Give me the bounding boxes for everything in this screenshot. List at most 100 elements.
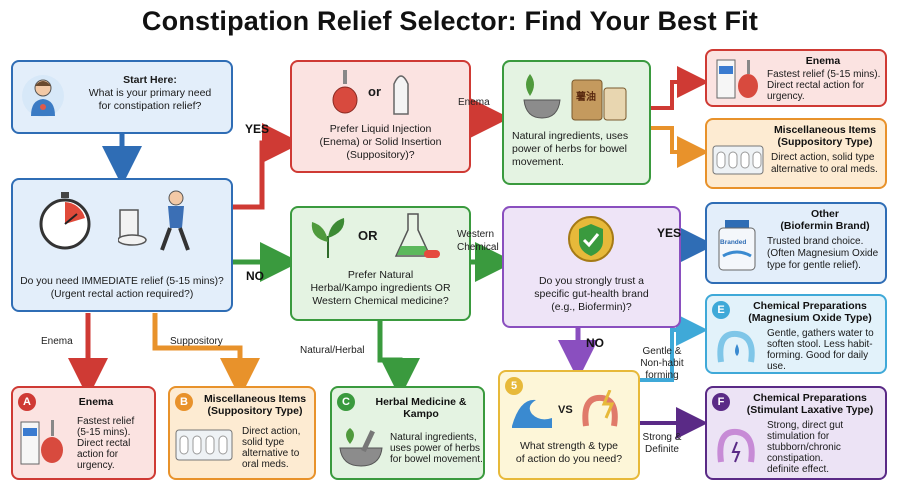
label-western-2: Chemical bbox=[457, 242, 499, 253]
q2-or: or bbox=[368, 84, 381, 99]
right-e-box: E Chemical Preparations (Magnesium Oxide… bbox=[705, 294, 887, 374]
q1-line1: Do you need IMMEDIATE relief (5-15 mins)… bbox=[20, 276, 224, 287]
herbal-ingredients-icon bbox=[523, 74, 627, 121]
right-other-title1: Other bbox=[810, 208, 839, 220]
bottom-c-title1: Herbal Medicine & bbox=[375, 396, 467, 408]
stopwatch-icon bbox=[39, 192, 91, 250]
right-e-line3: forming. Good for daily bbox=[767, 350, 869, 361]
q5-box: 5 VS What strength & type of action do y… bbox=[498, 370, 640, 480]
suppository-blister-icon bbox=[712, 145, 764, 175]
intestine-stimulant-icon bbox=[717, 428, 755, 463]
bottom-a-line1: Fastest relief bbox=[77, 416, 135, 427]
right-supp-title1: Miscellaneous Items bbox=[773, 124, 877, 136]
label-gentle-2: Non-habit bbox=[640, 358, 684, 369]
bottom-a-line2: (5-15 mins). bbox=[77, 427, 131, 438]
right-enema-line2: Direct rectal action for bbox=[767, 80, 865, 91]
right-e-line4: use. bbox=[767, 361, 786, 372]
right-f-line1: Strong, direct gut bbox=[767, 420, 844, 431]
right-f-box: F Chemical Preparations (Stimulant Laxat… bbox=[705, 386, 887, 480]
herbal-mid-line1: Natural ingredients, uses bbox=[512, 130, 629, 142]
right-supp-box: Miscellaneous Items (Suppository Type) D… bbox=[705, 118, 887, 189]
right-other-box: Other (Biofermin Brand) Branded Trusted … bbox=[705, 202, 887, 284]
right-enema-line3: urgency. bbox=[767, 91, 805, 102]
bottom-b-line4: oral meds. bbox=[242, 459, 289, 470]
right-f-line3: stubborn/chronic bbox=[767, 442, 841, 453]
bottom-b-box: B Miscellaneous Items (Suppository Type)… bbox=[168, 386, 316, 480]
right-supp-title2: (Suppository Type) bbox=[777, 136, 873, 148]
q5-line2: of action do you need? bbox=[515, 453, 623, 465]
person-stomach-ache-icon bbox=[22, 75, 64, 117]
arrow-to-b bbox=[152, 313, 260, 398]
q3-box: OR Prefer Natural Herbal/Kampo ingredien… bbox=[290, 206, 471, 321]
label-gentle-3: forming bbox=[645, 370, 679, 381]
label-strong-2: Definite bbox=[645, 444, 679, 455]
bottom-b-line2: solid type bbox=[242, 437, 285, 448]
right-f-line4: constipation. bbox=[767, 453, 824, 464]
b-badge: B bbox=[175, 393, 193, 411]
page-title: Constipation Relief Selector: Find Your … bbox=[141, 6, 759, 36]
label-western-1: Western bbox=[457, 229, 495, 240]
q1-box: Do you need IMMEDIATE relief (5-15 mins)… bbox=[11, 178, 233, 312]
right-enema-box: Enema Fastest relief (5-15 mins). Direct… bbox=[705, 49, 887, 107]
q5-badge: 5 bbox=[505, 377, 523, 395]
right-enema-title: Enema bbox=[805, 55, 841, 67]
label-enema-arrow: Enema bbox=[458, 97, 490, 108]
bottom-c-line2: uses power of herbs bbox=[390, 443, 481, 454]
q2-line1: Prefer Liquid Injection bbox=[329, 123, 432, 135]
right-f-title2: (Stimulant Laxative Type) bbox=[746, 404, 874, 416]
start-box: Start Here: What is your primary need fo… bbox=[11, 60, 233, 134]
bottom-c-line3: for bowel movement. bbox=[390, 454, 483, 465]
wave-icon bbox=[512, 399, 552, 428]
herbal-mid-box: 薯油 Natural ingredients, uses power of he… bbox=[502, 60, 651, 185]
f-badge: F bbox=[712, 393, 730, 411]
suppository-icon bbox=[393, 75, 409, 115]
q2-line3: (Suppository)? bbox=[346, 149, 415, 161]
flask-pills-icon bbox=[394, 213, 440, 258]
bottom-b-title1: Miscellaneous Items bbox=[203, 393, 307, 405]
q2-box: or Prefer Liquid Injection (Enema) or So… bbox=[290, 60, 471, 173]
q4-box: Do you strongly trust a specific gut-hea… bbox=[502, 206, 681, 328]
label-strong-1: Strong & bbox=[642, 432, 682, 443]
herbal-mid-line2: power of herbs for bowel bbox=[512, 143, 627, 155]
intestine-water-icon bbox=[717, 330, 755, 363]
right-e-line1: Gentle, gathers water to bbox=[767, 328, 874, 339]
bottom-a-line4: action for bbox=[77, 449, 119, 460]
e-badge: E bbox=[712, 301, 730, 319]
bottom-a-line5: urgency. bbox=[77, 460, 115, 471]
right-e-title2: (Magnesium Oxide Type) bbox=[748, 312, 872, 324]
start-line1: What is your primary need bbox=[88, 87, 212, 99]
enema-box-icon bbox=[716, 59, 758, 99]
arrow-yes-to-q2 bbox=[231, 123, 302, 210]
arrow-to-e bbox=[640, 314, 708, 382]
q2-line2: (Enema) or Solid Insertion bbox=[319, 136, 442, 148]
enema-bulb-icon bbox=[332, 70, 358, 114]
right-supp-line1: Direct action, solid type bbox=[771, 152, 875, 163]
q1-line2: (Urgent rectal action required?) bbox=[50, 289, 194, 300]
label-natural-down: Natural/Herbal bbox=[300, 345, 365, 356]
bottom-c-line1: Natural ingredients, bbox=[390, 432, 477, 443]
c-badge: C bbox=[337, 393, 355, 411]
medicine-bottle-icon bbox=[718, 220, 756, 271]
bottom-a-box: A Enema Fastest relief (5-15 mins). Dire… bbox=[11, 386, 156, 480]
arrow-to-right-enema bbox=[651, 66, 709, 110]
right-f-line2: stimulation for bbox=[767, 431, 830, 442]
right-other-line2: (Often Magnesium Oxide bbox=[767, 248, 879, 259]
mortar-herb-icon bbox=[339, 428, 383, 467]
bottle-label: Branded bbox=[720, 239, 747, 246]
right-f-line5: definite effect. bbox=[767, 464, 830, 475]
herb-leaves-icon bbox=[311, 218, 345, 258]
right-other-title2: (Biofermin Brand) bbox=[780, 220, 870, 232]
right-other-line1: Trusted brand choice. bbox=[767, 236, 864, 247]
right-supp-line2: alternative to oral meds. bbox=[771, 164, 878, 175]
enema-box-icon-a bbox=[20, 420, 63, 465]
right-other-line3: type for gentle relief). bbox=[767, 260, 861, 271]
start-line2: for constipation relief? bbox=[98, 100, 202, 112]
q4-line2: specific gut-health brand bbox=[534, 288, 649, 300]
bottom-b-line3: alternative to bbox=[242, 448, 300, 459]
bottom-a-line3: Direct rectal bbox=[77, 438, 131, 449]
q5-vs: VS bbox=[558, 404, 573, 416]
right-e-line2: soften stool. Less habit- bbox=[767, 339, 873, 350]
bottom-b-line1: Direct action, bbox=[242, 426, 301, 437]
q3-line2: Herbal/Kampo ingredients OR bbox=[310, 282, 451, 294]
